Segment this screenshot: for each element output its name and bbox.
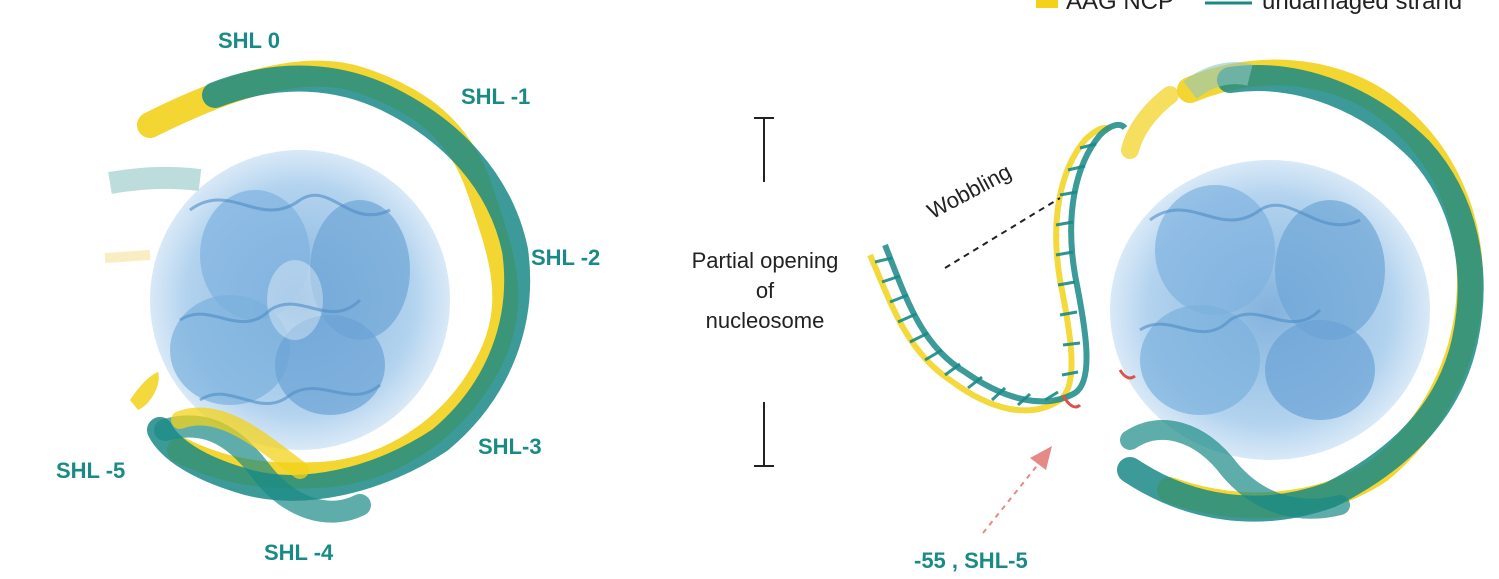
site-arrow <box>982 446 1052 534</box>
legend-aag-label: AAG NCP <box>1066 0 1175 15</box>
opening-line-1: Partial opening <box>691 248 839 273</box>
unwrapped-dna-arm <box>867 121 1136 414</box>
opening-line-2: of <box>755 278 775 303</box>
label-shl-minus-4: SHL -4 <box>264 540 334 565</box>
label-shl-minus-5: SHL -5 <box>56 458 126 483</box>
label-shl-minus-3: SHL-3 <box>478 434 542 459</box>
legend-aag-swatch <box>1036 0 1058 8</box>
opening-line-3: nucleosome <box>705 308 825 333</box>
right-nucleosome <box>1110 59 1484 522</box>
left-nucleosome <box>104 60 531 523</box>
left-histone-core <box>150 150 450 450</box>
wobbling-line <box>944 197 1061 269</box>
label-shl-minus-1: SHL -1 <box>461 84 531 109</box>
legend-strand-label: undamaged strand <box>1262 0 1463 15</box>
damage-site-label: -55 , SHL-5 <box>914 548 1028 573</box>
right-histone-core <box>1110 160 1430 460</box>
partial-opening-annotation: Partial opening of nucleosome <box>660 246 870 336</box>
label-shl-0: SHL 0 <box>218 28 280 53</box>
opening-scale-bar <box>754 117 774 467</box>
label-shl-minus-2: SHL -2 <box>531 245 601 270</box>
